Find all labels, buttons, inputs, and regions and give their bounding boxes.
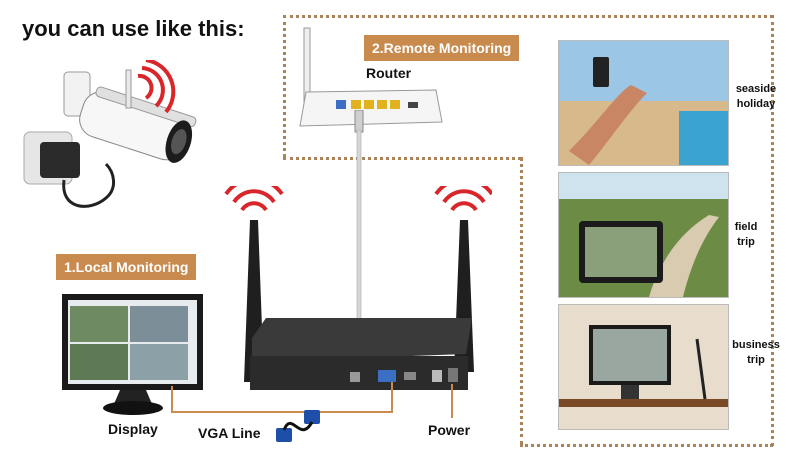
vga-line-label: VGA Line bbox=[198, 425, 261, 441]
vga-connection-line bbox=[170, 380, 395, 416]
nvr-recorder bbox=[222, 177, 494, 396]
remote-dotted-down bbox=[520, 157, 523, 445]
scenario-caption-line: trip bbox=[747, 354, 765, 366]
field-trip-photo bbox=[558, 172, 729, 298]
seaside-holiday-photo bbox=[558, 40, 729, 166]
remote-dotted-frame-bottom bbox=[283, 157, 521, 160]
scenario-caption-line: business bbox=[732, 339, 780, 351]
vga-cable-icon bbox=[272, 404, 324, 448]
scenario-caption-field-trip: field trip bbox=[716, 220, 776, 250]
local-monitoring-badge: 1.Local Monitoring bbox=[56, 254, 197, 280]
scenario-caption-line: field bbox=[734, 221, 758, 233]
page-title: you can use like this: bbox=[22, 16, 245, 41]
scenario-caption-business-trip: business trip bbox=[726, 338, 786, 368]
remote-dotted-bottom bbox=[520, 444, 773, 447]
remote-dotted-right bbox=[771, 15, 774, 446]
scenario-caption-line: trip bbox=[737, 236, 755, 248]
scenario-caption-line: seaside bbox=[735, 83, 777, 95]
router-illustration bbox=[296, 26, 446, 138]
power-label: Power bbox=[428, 422, 471, 438]
remote-monitoring-badge: 2.Remote Monitoring bbox=[364, 35, 520, 61]
remote-dotted-frame-left bbox=[283, 15, 286, 157]
scenario-caption-line: holiday bbox=[736, 98, 776, 110]
scenario-caption-seaside-holiday: seaside holiday bbox=[726, 82, 786, 112]
display-monitor bbox=[60, 292, 205, 418]
power-connection-line bbox=[449, 384, 455, 418]
business-trip-photo bbox=[558, 304, 729, 430]
camera-illustration bbox=[20, 58, 200, 230]
router-label: Router bbox=[366, 65, 412, 81]
remote-dotted-frame-top bbox=[283, 15, 773, 18]
display-label: Display bbox=[108, 421, 158, 437]
